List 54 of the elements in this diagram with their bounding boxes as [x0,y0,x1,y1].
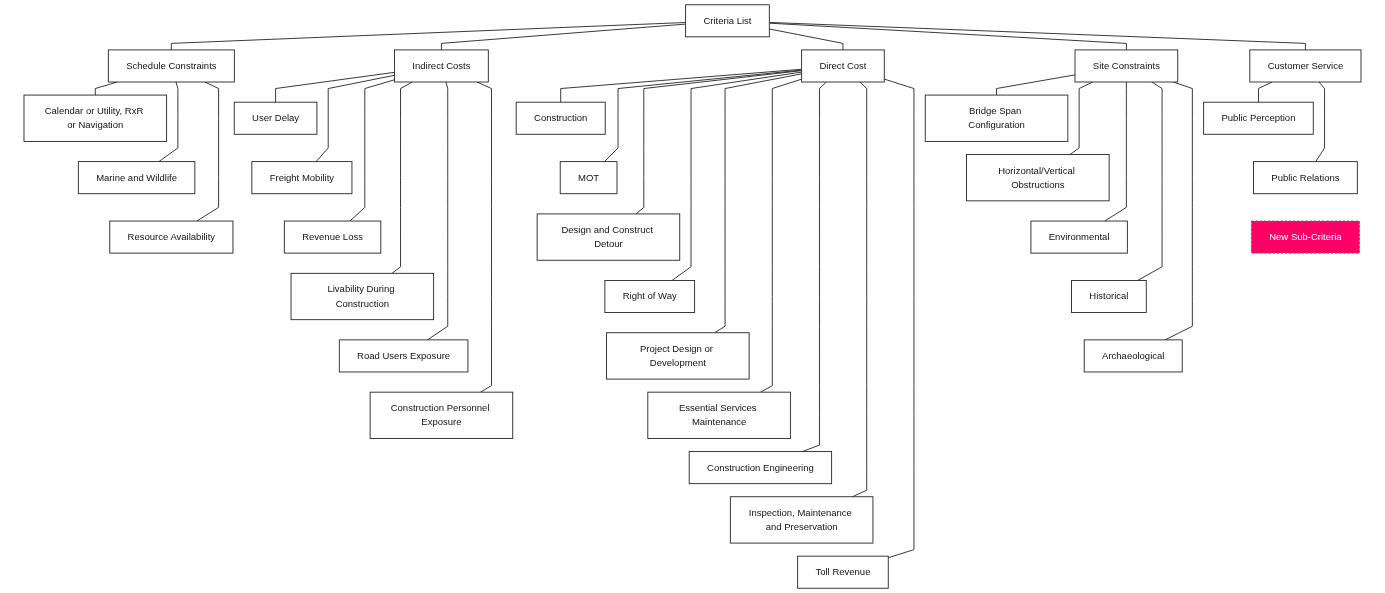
node-box: Marine and Wildlife [77,161,196,195]
node-box: Archaeological [1083,339,1183,373]
node-box: Construction Personnel Exposure [369,391,514,439]
node-box: Livability During Construction [290,272,435,321]
node-box: Resource Availability [109,220,234,254]
node-box: Construction Engineering [688,451,833,485]
node-box: Environmental [1030,220,1128,254]
connector [671,71,803,281]
connector [427,81,449,341]
node-box: Toll Revenue [797,555,889,589]
node-box: Construction [515,101,606,135]
node-box: Project Design or Development [606,332,750,380]
connector [1137,81,1163,281]
connector [768,22,1306,51]
connector [760,78,803,393]
connector [441,23,687,51]
node-box: Design and Construct Detour [536,213,681,261]
connector [158,81,179,163]
node-box: MOT [559,161,618,195]
node-box: Schedule Constraints [107,49,235,83]
connector [1315,81,1325,163]
node-box: Freight Mobility [251,161,353,195]
node-box: Customer Service [1249,49,1362,83]
node-box: Direct Cost [801,49,885,83]
connector [196,81,220,222]
node-box: Indirect Costs [394,49,489,83]
connector [714,73,803,334]
connector [635,70,803,215]
connector [275,71,395,103]
connector [883,78,915,559]
node-box: New Sub-Criteria [1250,220,1360,254]
connector [768,22,1127,51]
node-box: Revenue Loss [283,220,382,254]
node-box: Essential Services Maintenance [647,391,791,439]
connector [170,22,687,51]
connector [391,81,413,274]
node-box: Public Perception [1203,101,1314,135]
node-box: Criteria List [685,4,770,38]
node-box: Inspection, Maintenance and Preservation [729,496,874,544]
node-box: Public Relations [1253,161,1358,195]
connector [349,79,395,222]
node-box: Calendar or Utility, RxR or Navigation [23,94,168,142]
node-box: Horizontal/Vertical Obstructions [966,154,1110,202]
node-box: User Delay [233,101,318,135]
connector [996,74,1076,96]
node-box: Road Users Exposure [338,339,469,373]
connector [768,28,844,51]
node-box: Site Constraints [1074,49,1179,83]
connector [1104,81,1127,222]
connector [560,68,803,103]
node-box: Historical [1071,280,1147,313]
node-box: Right of Way [604,280,696,313]
node-box: Bridge Span Configuration [924,94,1069,142]
connector [315,74,395,163]
